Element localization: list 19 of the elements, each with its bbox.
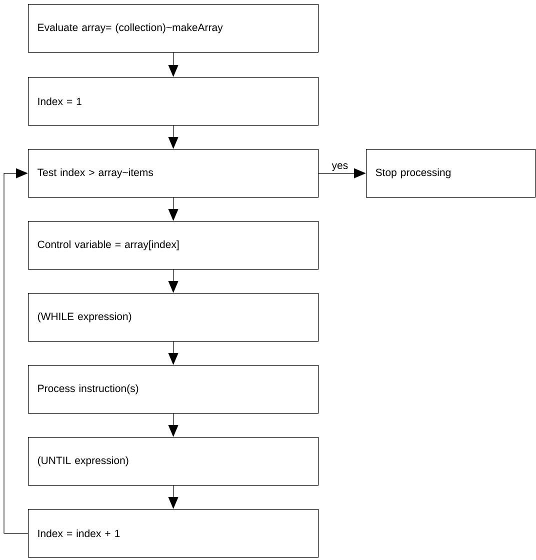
process-box: (UNTIL expression) bbox=[28, 437, 319, 486]
process-box: Index = index + 1 bbox=[28, 509, 319, 558]
process-box: (WHILE expression) bbox=[28, 293, 319, 342]
process-box: Stop processing bbox=[366, 149, 536, 198]
arrow bbox=[168, 52, 178, 77]
arrow bbox=[168, 269, 178, 293]
arrow bbox=[168, 125, 178, 149]
arrow bbox=[168, 341, 178, 365]
process-box: Process instruction(s) bbox=[28, 365, 319, 414]
arrow bbox=[318, 168, 366, 178]
process-box: Index = 1 bbox=[28, 77, 319, 126]
process-box: Test index > array~items bbox=[28, 149, 319, 198]
arrow bbox=[168, 197, 178, 221]
arrow bbox=[168, 413, 178, 437]
arrow bbox=[4, 168, 28, 534]
arrow bbox=[168, 485, 178, 509]
process-box: Evaluate array= (collection)~makeArray bbox=[28, 4, 319, 53]
edge-label: yes bbox=[330, 162, 350, 172]
process-box: Control variable = array[index] bbox=[28, 221, 319, 270]
